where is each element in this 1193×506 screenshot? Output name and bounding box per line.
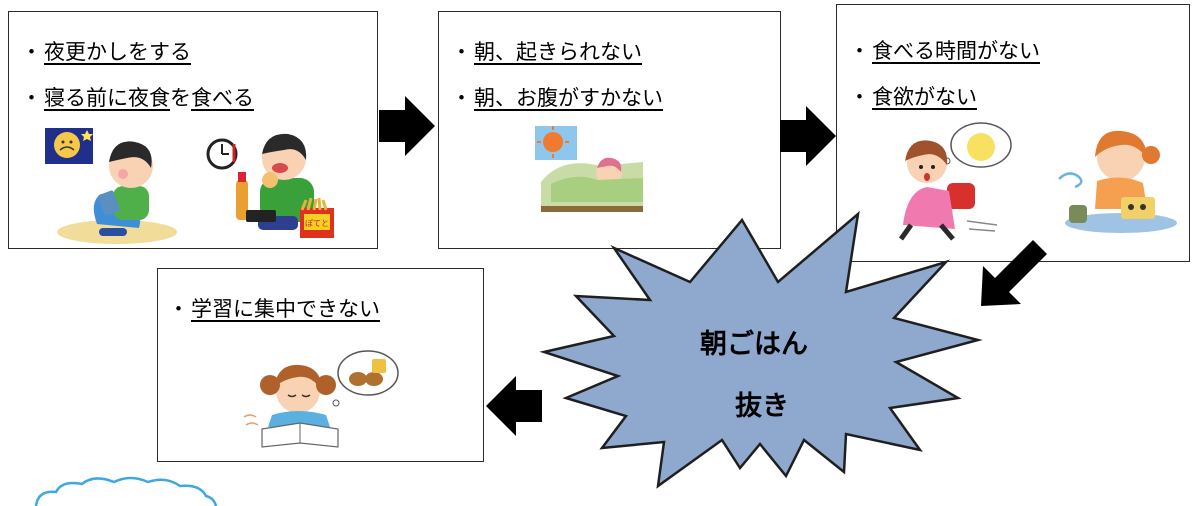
box4-line1: ・学習に集中できない <box>168 297 380 321</box>
arrow-down-left <box>981 240 1047 306</box>
girl-rushing-illustration <box>898 122 1012 241</box>
box-concentration: ・学習に集中できない <box>157 268 484 462</box>
boy-eating-snacks-illustration: ぽてと <box>206 133 334 238</box>
box2-line1: ・朝、起きられない <box>451 40 642 64</box>
cloud-shape <box>34 476 218 506</box>
box-late-night: ・夜更かしをする ・寝る前に夜食を食べる ぽてと <box>8 11 378 249</box>
burst-line1: 朝ごはん <box>700 329 808 360</box>
girl-sleepy-studying-illustration <box>243 350 399 448</box>
snack-bag-label: ぽてと <box>305 219 329 228</box>
burst-line2: 抜き <box>735 391 789 422</box>
boy-playing-game-at-night-illustration <box>45 128 177 244</box>
box1-line2: ・寝る前に夜食を食べる <box>21 86 254 110</box>
box1-line1: ・夜更かしをする <box>21 40 191 64</box>
arrow-right-2 <box>780 106 836 166</box>
box-breakfast-problem: ・食べる時間がない ・食欲がない <box>836 4 1190 262</box>
girl-no-appetite-illustration <box>1058 130 1177 233</box>
arrow-right-1 <box>379 96 435 156</box>
box2-line2: ・朝、お腹がすかない <box>451 86 663 110</box>
box3-line2: ・食欲がない <box>849 85 977 109</box>
arrow-left <box>486 376 542 436</box>
child-in-bed-illustration <box>535 126 643 212</box>
box3-line1: ・食べる時間がない <box>849 39 1040 63</box>
box-morning: ・朝、起きられない ・朝、お腹がすかない <box>438 11 781 249</box>
